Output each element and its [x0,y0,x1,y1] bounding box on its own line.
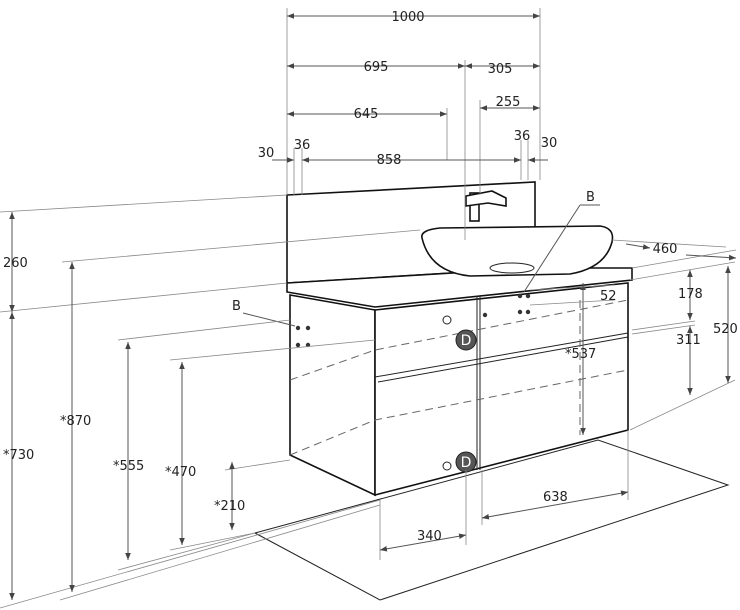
dim-340: 340 [417,529,442,544]
drain-marker-2: D [455,451,477,473]
dim-858: 858 [377,153,402,168]
dim-305: 305 [488,62,513,77]
dim-645: 645 [354,107,379,122]
dim-870: *870 [60,414,91,429]
cabinet-body [286,267,633,497]
drain-label-1: D [461,333,472,349]
bottom-dimensions [379,430,629,560]
drain-marker-1: D [455,329,477,351]
basin [421,225,614,277]
callout-b-right: B [586,190,595,205]
drawer-split-line [374,332,629,378]
callout-b-left: B [232,299,241,314]
dim-52: 52 [600,289,617,304]
dim-638: 638 [543,490,568,505]
dim-210: *210 [214,499,245,514]
faucet [465,190,507,222]
dim-30-right: 30 [541,136,558,151]
dim-311: 311 [676,333,701,348]
dim-555: *555 [113,459,144,474]
dim-470: *470 [165,465,196,480]
right-dimensions [529,261,736,435]
dim-520: 520 [713,322,738,337]
floor-footprint [253,439,730,601]
dim-36-left: 36 [294,138,311,153]
dim-537: *537 [565,347,596,362]
dim-460: 460 [653,242,678,257]
left-dimensions [0,194,421,609]
dim-36-right: 36 [514,129,531,144]
dim-260: 260 [3,256,28,271]
mount-points-right [482,293,531,318]
dim-1000: 1000 [391,10,424,25]
drain-label-2: D [461,455,472,471]
top-dimensions [272,8,548,240]
dim-178: 178 [678,287,703,302]
depth-dimension [611,239,737,269]
dim-30-left: 30 [258,146,275,161]
dim-255: 255 [496,95,521,110]
dim-730: *730 [3,448,34,463]
mount-points-left [295,325,311,348]
dim-695: 695 [364,60,389,75]
